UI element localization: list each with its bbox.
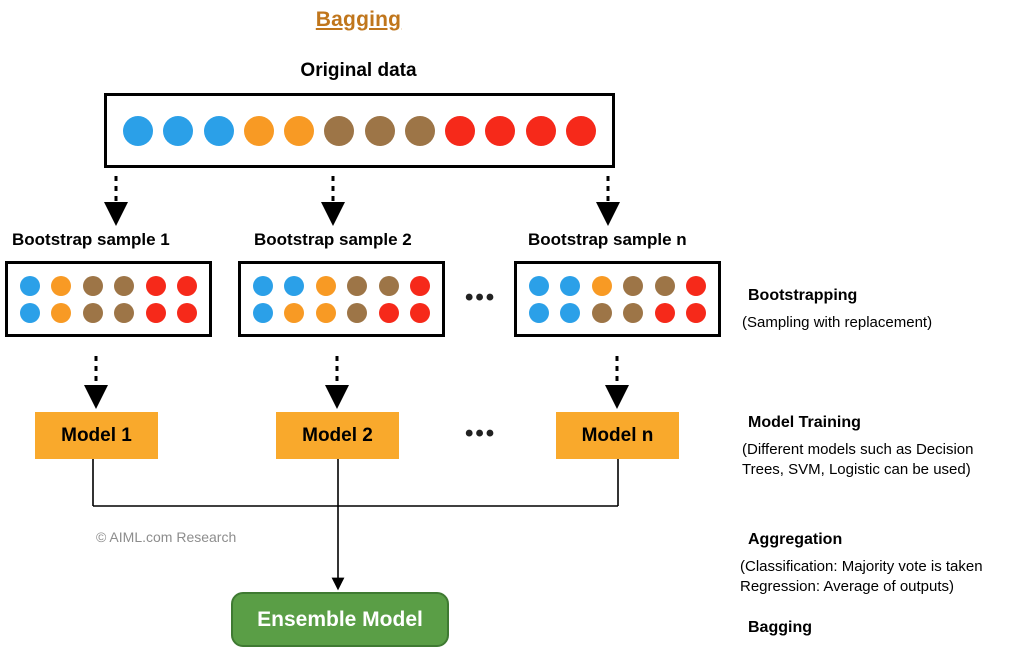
annotation-bagging-heading: Bagging [748, 619, 812, 636]
dot-orange [315, 302, 336, 323]
dot-red [145, 302, 166, 323]
dot-brown [404, 115, 435, 146]
annotation-model-training-heading: Model Training [748, 414, 861, 431]
dot-blue [123, 115, 153, 146]
dot-brown [364, 115, 395, 146]
model-box-2: Model 2 [276, 412, 399, 459]
dot-red [409, 275, 430, 296]
dot-red [445, 115, 476, 146]
dot-orange [51, 302, 72, 323]
bootstrap-samples-ellipsis: ••• [465, 284, 497, 311]
dot-orange [51, 275, 72, 296]
dot-brown [347, 275, 368, 296]
dot-blue [284, 275, 305, 296]
dot-brown [378, 275, 399, 296]
dot-red [485, 115, 516, 146]
dot-orange [591, 275, 612, 296]
dot-brown [591, 302, 612, 323]
sample-dot-row [253, 302, 430, 323]
annotation-aggregation-heading: Aggregation [748, 531, 843, 548]
dot-blue [253, 275, 273, 296]
dot-red [409, 302, 430, 323]
dot-brown [82, 275, 103, 296]
dot-blue [20, 275, 40, 296]
annotation-aggregation-body: (Classification: Majority vote is taken … [740, 558, 983, 595]
bootstrap-sample-2-box [238, 261, 445, 337]
model-box-1: Model 1 [35, 412, 158, 459]
dot-red [145, 275, 166, 296]
original-data-box [104, 93, 615, 168]
credit-text: © AIML.com Research [96, 529, 237, 545]
dot-brown [623, 275, 644, 296]
dot-blue [203, 115, 234, 146]
dot-red [378, 302, 399, 323]
sample-dot-row [529, 302, 706, 323]
dot-orange [284, 302, 305, 323]
sample-dot-row [529, 275, 706, 296]
dot-brown [324, 115, 355, 146]
annotation-bootstrapping-heading: Bootstrapping [748, 287, 858, 304]
dot-brown [623, 302, 644, 323]
dot-brown [654, 275, 675, 296]
sample-dot-row [20, 302, 197, 323]
dot-red [176, 302, 197, 323]
bootstrap-sample-n-box [514, 261, 721, 337]
dot-red [685, 302, 706, 323]
annotation-bootstrapping-body: (Sampling with replacement) [742, 314, 933, 331]
dot-orange [284, 115, 315, 146]
dot-red [685, 275, 706, 296]
models-ellipsis: ••• [465, 420, 497, 447]
dot-red [525, 115, 556, 146]
dot-brown [114, 275, 135, 296]
dot-blue [529, 302, 549, 323]
original-data-label: Original data [300, 60, 417, 81]
dot-blue [253, 302, 273, 323]
dot-blue [529, 275, 549, 296]
dot-brown [114, 302, 135, 323]
annotation-model-training-body: (Different models such as Decision Trees… [742, 441, 974, 478]
bootstrap-sample-1-box [5, 261, 212, 337]
sample-dot-row [253, 275, 430, 296]
model-box-n: Model n [556, 412, 679, 459]
dot-orange [315, 275, 336, 296]
dot-blue [20, 302, 40, 323]
dot-blue [560, 302, 581, 323]
dot-brown [82, 302, 103, 323]
dot-brown [347, 302, 368, 323]
ensemble-model-box: Ensemble Model [231, 592, 449, 647]
sample-dot-row [20, 275, 197, 296]
page-title: Bagging [315, 8, 402, 31]
bootstrap-sample-1-label: Bootstrap sample 1 [12, 230, 170, 249]
dot-red [565, 115, 596, 146]
dot-blue [163, 115, 194, 146]
dot-blue [560, 275, 581, 296]
dot-red [176, 275, 197, 296]
dot-orange [243, 115, 274, 146]
dot-red [654, 302, 675, 323]
bootstrap-sample-2-label: Bootstrap sample 2 [254, 230, 412, 249]
bootstrap-sample-n-label: Bootstrap sample n [528, 230, 687, 249]
